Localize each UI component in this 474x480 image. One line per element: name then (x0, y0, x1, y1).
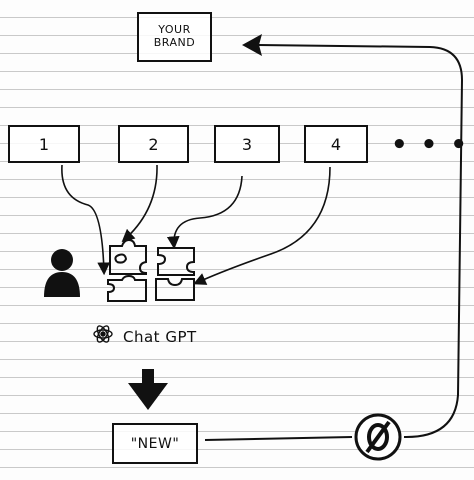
step-label: 1 (38, 134, 50, 154)
down-arrow-icon (128, 369, 168, 410)
prohibited-sign-icon (354, 413, 402, 461)
person-icon (44, 249, 80, 297)
step-label: 2 (148, 134, 159, 154)
more-steps-indicator: • • • (391, 130, 469, 160)
brand-box: YOUR BRAND (137, 12, 212, 62)
chatgpt-label: Chat GPT (123, 328, 197, 346)
arrow-3-to-puzzle (166, 175, 243, 250)
loop-line-block-to-brand (257, 44, 464, 439)
new-output-box: "NEW" (112, 423, 198, 464)
arrow-2-to-puzzle (121, 164, 158, 243)
openai-logo-icon (93, 325, 113, 343)
arrow-1-to-puzzle (61, 164, 111, 276)
step-label: 4 (330, 134, 342, 154)
step-box-2: 2 (118, 125, 189, 163)
step-box-1: 1 (8, 125, 80, 163)
new-output-label: "NEW" (130, 435, 180, 452)
arrow-4-to-puzzle (193, 166, 331, 285)
puzzle-pieces-icon (107, 238, 195, 302)
loop-arrowhead-icon (242, 34, 262, 56)
step-box-3: 3 (214, 125, 280, 163)
step-box-4: 4 (304, 125, 368, 163)
brand-label: YOUR BRAND (153, 23, 196, 49)
step-label: 3 (241, 134, 253, 154)
loop-line-new-to-block (204, 436, 353, 441)
